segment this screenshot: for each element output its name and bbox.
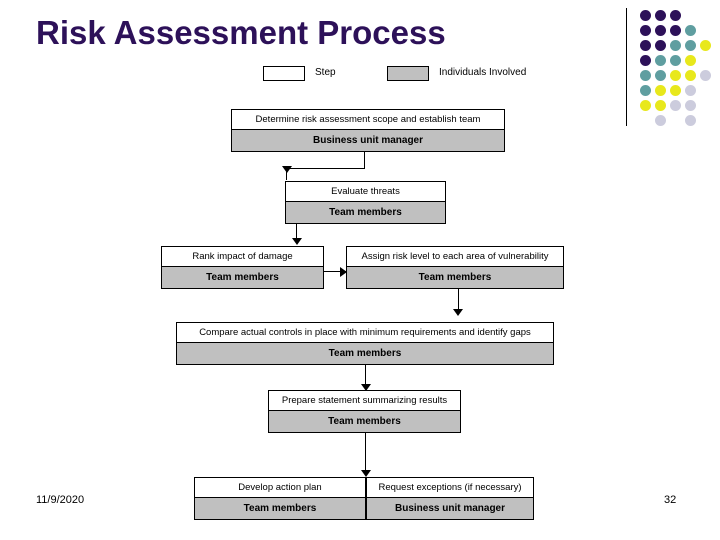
decorative-dot (655, 115, 666, 126)
decorative-dot (640, 70, 651, 81)
arrow-n5-n6 (361, 384, 371, 391)
decorative-dot (655, 85, 666, 96)
flow-node-request-exceptions: Request exceptions (if necessary) Busine… (366, 477, 534, 520)
decorative-dot (685, 100, 696, 111)
decorative-dot (655, 70, 666, 81)
decorative-dot (640, 40, 651, 51)
decorative-dot (640, 55, 651, 66)
connector-n2-n3-vertical (296, 224, 297, 241)
flow-node-step-label: Request exceptions (if necessary) (366, 477, 534, 498)
decorative-dot (655, 40, 666, 51)
decorative-dot (685, 115, 696, 126)
flow-node-role-label: Team members (285, 202, 446, 224)
page-title: Risk Assessment Process (36, 14, 446, 51)
connector-n1-n2-horizontal (286, 168, 365, 169)
footer-page-number: 32 (664, 494, 677, 506)
connector-n1-n2-vertical (364, 152, 365, 168)
flow-node-rank-impact: Rank impact of damage Team members (161, 246, 324, 289)
legend-label-step: Step (315, 67, 336, 78)
decorative-dot (670, 10, 681, 21)
vertical-rule (626, 8, 627, 126)
legend-label-individuals: Individuals Involved (439, 67, 527, 78)
flow-node-assign-risk-level: Assign risk level to each area of vulner… (346, 246, 564, 289)
decorative-dot (700, 70, 711, 81)
decorative-dot (670, 70, 681, 81)
flow-node-compare-controls: Compare actual controls in place with mi… (176, 322, 554, 365)
decorative-dot (685, 40, 696, 51)
decorative-dot (655, 55, 666, 66)
decorative-dot (655, 25, 666, 36)
decorative-dot (670, 40, 681, 51)
connector-n3-n4-horizontal (324, 271, 346, 272)
flow-node-step-label: Determine risk assessment scope and esta… (231, 109, 505, 130)
flow-node-step-label: Compare actual controls in place with mi… (176, 322, 554, 343)
flow-node-step-label: Assign risk level to each area of vulner… (346, 246, 564, 267)
legend-swatch-individuals (387, 66, 429, 81)
connector-n5-n6-vertical (365, 365, 366, 387)
flow-node-role-label: Team members (161, 267, 324, 289)
dot-grid-motif (626, 6, 720, 130)
arrow-n6-n7 (361, 470, 371, 477)
decorative-dot (640, 25, 651, 36)
decorative-dot (640, 100, 651, 111)
arrow-n3-n4 (340, 267, 347, 277)
decorative-dot (685, 55, 696, 66)
connector-n4-n5-vertical (458, 289, 459, 311)
flow-node-prepare-statement: Prepare statement summarizing results Te… (268, 390, 461, 433)
flow-node-role-label: Team members (176, 343, 554, 365)
flow-node-determine-scope: Determine risk assessment scope and esta… (231, 109, 505, 152)
arrow-n2-n3 (292, 238, 302, 245)
flow-node-evaluate-threats: Evaluate threats Team members (285, 181, 446, 224)
flow-node-step-label: Rank impact of damage (161, 246, 324, 267)
decorative-dot (685, 85, 696, 96)
flow-node-role-label: Business unit manager (366, 498, 534, 520)
decorative-dot (655, 10, 666, 21)
flow-node-role-label: Team members (268, 411, 461, 433)
decorative-dot (670, 85, 681, 96)
connector-n6-n7-vertical (365, 433, 366, 473)
arrow-n1-n2 (282, 166, 292, 173)
decorative-dot (685, 70, 696, 81)
flow-node-develop-action-plan: Develop action plan Team members (194, 477, 366, 520)
flow-node-step-label: Evaluate threats (285, 181, 446, 202)
flow-node-step-label: Develop action plan (194, 477, 366, 498)
decorative-dot (700, 40, 711, 51)
decorative-dot (640, 10, 651, 21)
flow-node-role-label: Business unit manager (231, 130, 505, 152)
legend-swatch-step (263, 66, 305, 81)
decorative-dot (670, 100, 681, 111)
decorative-dot (655, 100, 666, 111)
decorative-dot (670, 55, 681, 66)
flow-node-role-label: Team members (346, 267, 564, 289)
connector-n1-n2-drop (286, 168, 287, 180)
footer-date: 11/9/2020 (36, 494, 85, 506)
flow-node-role-label: Team members (194, 498, 366, 520)
decorative-dot (685, 25, 696, 36)
decorative-dot (640, 85, 651, 96)
flow-node-step-label: Prepare statement summarizing results (268, 390, 461, 411)
decorative-dot (670, 25, 681, 36)
arrow-n4-n5 (453, 309, 463, 316)
